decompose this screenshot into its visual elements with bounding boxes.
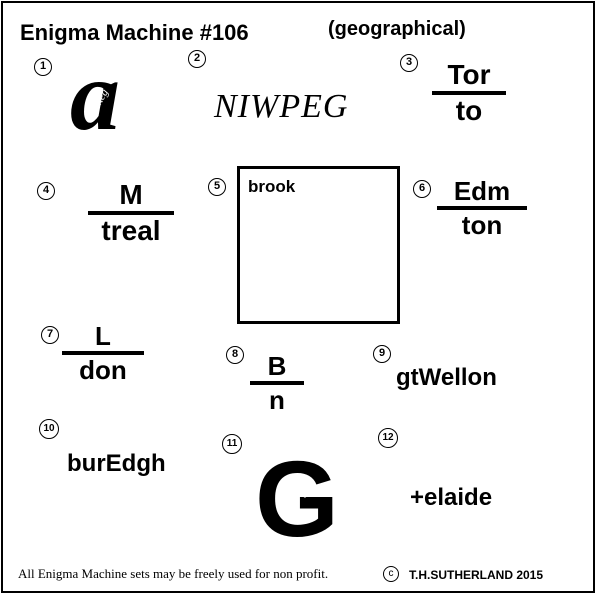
clue-3-top: Tor bbox=[447, 59, 491, 90]
clue-10-number: 10 bbox=[39, 419, 59, 439]
clue-6-number: 6 bbox=[413, 180, 431, 198]
clue-8-number: 8 bbox=[226, 346, 244, 364]
clue-6-bottom: ton bbox=[461, 210, 503, 240]
clue-6-fraction-bar bbox=[437, 206, 527, 210]
clue-5-number: 5 bbox=[208, 178, 226, 196]
clue-3-bottom: to bbox=[455, 95, 483, 126]
clue-9-text: gtWellon bbox=[396, 364, 497, 391]
clue-4-number: 4 bbox=[37, 182, 55, 200]
license-note: All Enigma Machine sets may be freely us… bbox=[18, 566, 329, 581]
clue-2-text: NIWPEG bbox=[214, 88, 349, 125]
clue-9-number: 9 bbox=[373, 345, 391, 363]
clue-7-fraction-bar bbox=[62, 351, 144, 355]
clue-7-bottom: don bbox=[79, 355, 127, 385]
clue-10-text: burEdgh bbox=[67, 450, 166, 477]
clue-11-small-text: Beij bbox=[287, 486, 308, 498]
copyright-icon: c bbox=[383, 566, 399, 582]
clue-1-rebus: a Reg bbox=[70, 46, 160, 160]
clue-11-rebus: G Beij bbox=[255, 445, 355, 555]
clue-5-box: brook bbox=[237, 166, 400, 324]
clue-11-big-letter: G bbox=[255, 438, 340, 559]
clue-6-fraction: Edm ton bbox=[437, 177, 527, 239]
clue-7-fraction: L don bbox=[62, 322, 144, 384]
clue-4-top: M bbox=[119, 179, 143, 210]
clue-3-fraction: Tor to bbox=[432, 60, 506, 126]
clue-5-text: brook bbox=[248, 177, 296, 196]
clue-4-fraction: M treal bbox=[88, 180, 174, 246]
puzzle-frame bbox=[1, 1, 595, 593]
clue-6-top: Edm bbox=[453, 176, 511, 206]
clue-2-number: 2 bbox=[188, 50, 206, 68]
clue-7-top: L bbox=[95, 321, 111, 351]
clue-4-bottom: treal bbox=[101, 215, 161, 246]
clue-8-bottom: n bbox=[269, 385, 285, 415]
author-credit: T.H.SUTHERLAND 2015 bbox=[409, 568, 544, 582]
clue-1-big-letter: a bbox=[70, 40, 120, 151]
clue-12-number: 12 bbox=[378, 428, 398, 448]
puzzle-subtitle: (geographical) bbox=[328, 18, 466, 40]
clue-8-top: B bbox=[267, 351, 287, 381]
clue-4-fraction-bar bbox=[88, 211, 174, 215]
clue-3-number: 3 bbox=[400, 54, 418, 72]
clue-3-fraction-bar bbox=[432, 91, 506, 95]
clue-12-text: +elaide bbox=[410, 484, 493, 511]
clue-8-fraction-bar bbox=[250, 381, 304, 385]
puzzle-title: Enigma Machine #106 bbox=[20, 20, 249, 45]
clue-7-number: 7 bbox=[41, 326, 59, 344]
clue-8-fraction: B n bbox=[250, 352, 304, 414]
clue-11-number: 11 bbox=[222, 434, 242, 454]
clue-1-number: 1 bbox=[34, 58, 52, 76]
